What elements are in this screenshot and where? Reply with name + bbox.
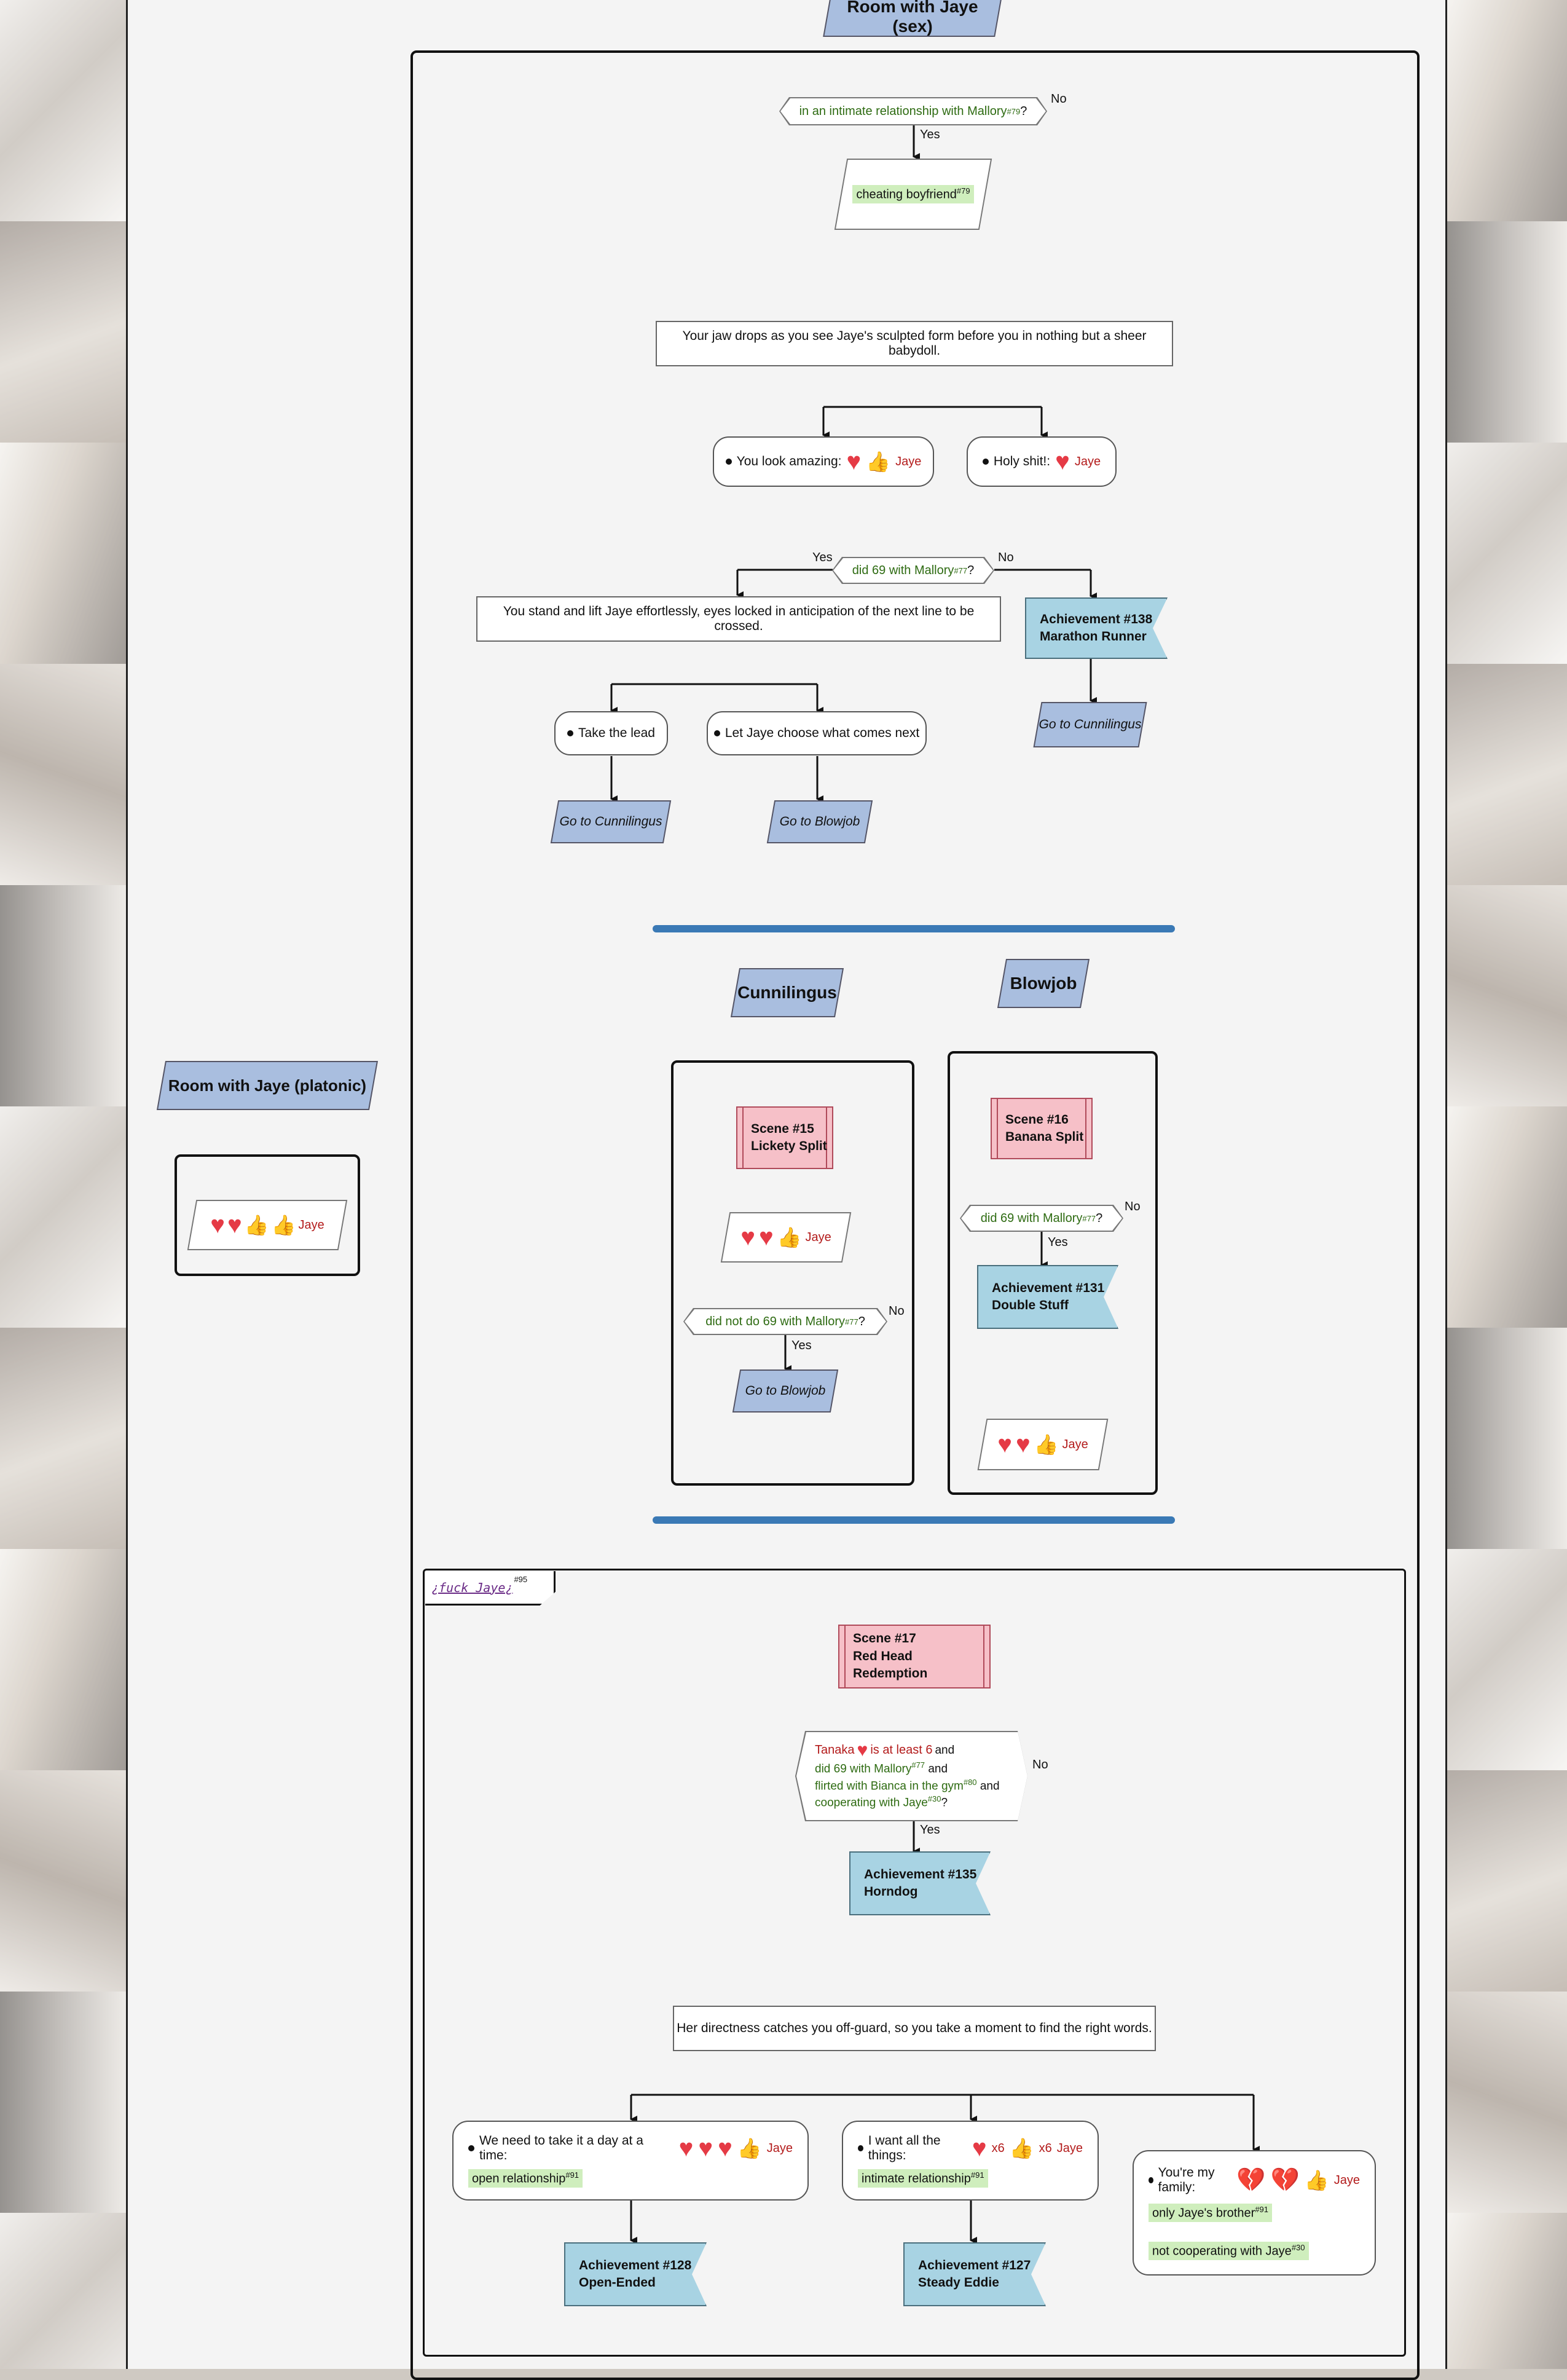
label-yes: Yes (791, 1339, 812, 1352)
section-divider (653, 1516, 1175, 1524)
condition-did-69-mallory: did 69 with Mallory #77 ? (832, 557, 994, 584)
thumbs-up-icon: 👍 (271, 1214, 296, 1236)
label-no: No (1032, 1758, 1048, 1771)
flowchart-panel (126, 0, 1447, 2369)
thumbs-up-icon: 👍 (244, 1214, 269, 1236)
condition-intimate-mallory: in an intimate relationship with Mallory… (779, 97, 1047, 125)
heart-icon: ♥ (1015, 1431, 1031, 1458)
goto-blowjob[interactable]: Go to Blowjob (771, 800, 869, 843)
goto-cunnilingus[interactable]: Go to Cunnilingus (554, 800, 667, 843)
bullet-icon (725, 459, 732, 465)
flag-cheating-boyfriend: cheating boyfriend#79 (841, 159, 986, 230)
thumbs-up-icon: 👍 (1034, 1433, 1059, 1456)
scene-17: Scene #17 Red Head Redemption (838, 1625, 991, 1688)
condition-horndog: Tanaka ♥ is at least 6 and did 69 with M… (795, 1731, 1027, 1821)
heart-icon: ♥ (997, 1431, 1012, 1458)
label-no: No (1125, 1200, 1141, 1213)
label-yes: Yes (1048, 1235, 1068, 1249)
thumbs-up-icon: 👍 (1009, 2137, 1034, 2160)
choice-you-look-amazing[interactable]: You look amazing: ♥ 👍 Jaye (713, 436, 934, 487)
label-no: No (1051, 92, 1067, 106)
section-header-cunnilingus: Cunnilingus (735, 968, 839, 1017)
label-no: No (998, 551, 1014, 564)
section-header-platonic: Room with Jaye (platonic) (161, 1061, 374, 1110)
thumbs-up-icon: 👍 (777, 1226, 802, 1248)
thumbs-up-icon: 👍 (866, 451, 891, 473)
choice-let-jaye-choose[interactable]: Let Jaye choose what comes next (707, 711, 927, 755)
tag-fuck-jaye: ¿fuck Jaye¿ #95 (425, 1571, 556, 1606)
choice-day-at-a-time[interactable]: We need to take it a day at a time: ♥ ♥ … (452, 2121, 809, 2201)
heart-icon: ♥ (1055, 448, 1070, 475)
fuck-jaye-frame (423, 1569, 1406, 2357)
heart-icon: ♥ (698, 2135, 713, 2162)
heart-icon: ♥ (210, 1212, 226, 1239)
label-yes: Yes (812, 551, 833, 564)
scene-15: Scene #15 Lickety Split (736, 1106, 833, 1169)
achievement-127: Achievement #127 Steady Eddie (903, 2242, 1046, 2306)
section-divider (653, 925, 1175, 932)
background-photo-strip-right (1447, 0, 1567, 2369)
cunnilingus-frame (671, 1060, 914, 1486)
achievement-138: Achievement #138 Marathon Runner (1025, 597, 1168, 659)
heart-icon: ♥ (972, 2135, 987, 2162)
thumbs-up-icon: 👍 (737, 2137, 762, 2160)
choice-take-the-lead[interactable]: Take the lead (554, 711, 668, 755)
affection-change-blowjob: ♥ ♥ 👍 Jaye (982, 1419, 1104, 1470)
section-header-sex: Room with Jaye (sex) (827, 0, 999, 37)
achievement-131: Achievement #131 Double Stuff (977, 1265, 1118, 1329)
narration-directness: Her directness catches you off-guard, so… (673, 2006, 1156, 2051)
bullet-icon (858, 2145, 863, 2152)
affection-change-cunnilingus: ♥ ♥ 👍 Jaye (725, 1212, 847, 1263)
narration-babydoll: Your jaw drops as you see Jaye's sculpte… (656, 321, 1173, 366)
choice-youre-my-family[interactable]: You're my family: 💔 💔 👍 Jaye only Jaye's… (1133, 2150, 1376, 2276)
broken-heart-icon: 💔 (1236, 2167, 1266, 2194)
bullet-icon (567, 730, 574, 736)
heart-icon: ♥ (718, 2135, 732, 2162)
label-no: No (889, 1304, 905, 1318)
broken-heart-icon: 💔 (1270, 2167, 1300, 2194)
heart-icon: ♥ (678, 2135, 694, 2162)
section-header-blowjob: Blowjob (1002, 959, 1085, 1008)
label-yes: Yes (920, 1823, 940, 1837)
bullet-icon (1149, 2177, 1153, 2184)
background-photo-strip-left (0, 0, 126, 2369)
bullet-icon (468, 2145, 474, 2152)
blowjob-frame (948, 1051, 1158, 1495)
goto-cunnilingus[interactable]: Go to Cunnilingus (1037, 702, 1143, 747)
bullet-icon (713, 730, 720, 736)
thumbs-up-icon: 👍 (1304, 2169, 1329, 2192)
platonic-frame (175, 1154, 360, 1276)
choice-holy-shit[interactable]: Holy shit!: ♥ Jaye (967, 436, 1117, 487)
achievement-135: Achievement #135 Horndog (849, 1851, 991, 1915)
label-yes: Yes (920, 128, 940, 141)
heart-icon: ♥ (758, 1224, 774, 1251)
achievement-128: Achievement #128 Open-Ended (564, 2242, 707, 2306)
heart-icon: ♥ (846, 448, 862, 475)
affection-change-platonic: ♥ ♥ 👍 👍 Jaye (192, 1200, 343, 1250)
narration-lift-jaye: You stand and lift Jaye effortlessly, ey… (476, 596, 1001, 642)
heart-icon: ♥ (857, 1740, 868, 1760)
heart-icon: ♥ (740, 1224, 755, 1251)
condition-did-69-mallory-blowjob: did 69 with Mallory #77 ? (960, 1205, 1123, 1232)
heart-icon: ♥ (227, 1212, 242, 1239)
goto-blowjob[interactable]: Go to Blowjob (736, 1369, 835, 1413)
condition-not-69-mallory: did not do 69 with Mallory #77 ? (683, 1308, 887, 1335)
bullet-icon (982, 459, 989, 465)
choice-all-the-things[interactable]: I want all the things: ♥ x6 👍 x6 Jaye in… (842, 2121, 1099, 2201)
scene-16: Scene #16 Banana Split (991, 1098, 1093, 1159)
